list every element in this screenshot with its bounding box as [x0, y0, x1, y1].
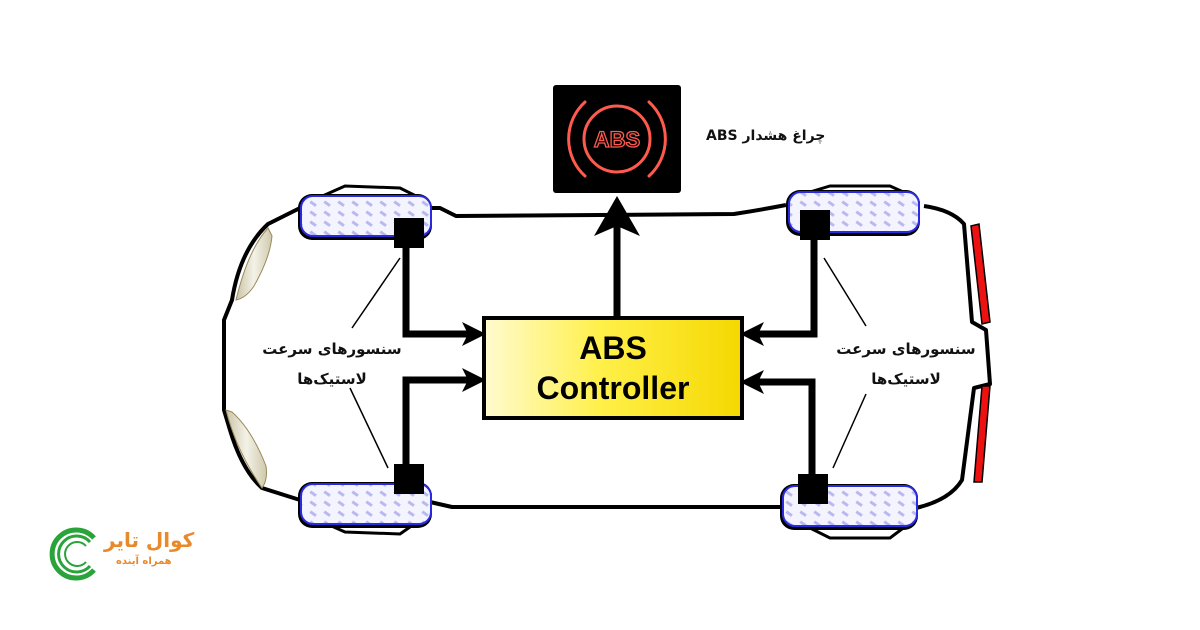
arrow-head-front-left: [462, 322, 486, 346]
warning-icon-text: ABS: [594, 127, 640, 152]
wire-front-left: [402, 248, 470, 338]
warning-light-label: چراغ هشدار ABS: [706, 128, 826, 144]
leader-line-left-bottom: [349, 387, 389, 469]
car-body-outline: [222, 203, 992, 510]
car-front-bumper-top: [317, 184, 421, 200]
leader-line-left-top: [351, 257, 401, 329]
logo-rings-icon: [49, 527, 96, 581]
wire-front-right: [754, 240, 818, 338]
leader-line-right-top: [823, 257, 867, 327]
sensor-label-right: سنسورهای سرعت لاستیک‌ها: [826, 334, 986, 394]
wire-rear-left: [402, 376, 470, 464]
sensor-rear-right: [798, 474, 828, 504]
arrow-head-warning-light: [594, 196, 640, 236]
sensor-rear-left: [394, 464, 424, 494]
sensor-label-left-line1: سنسورهای سرعت: [262, 340, 402, 358]
tail-light-top: [970, 223, 991, 325]
warning-arc-right: [647, 100, 667, 178]
logo-subtitle: همراه آینده: [116, 556, 172, 567]
sensor-label-left: سنسورهای سرعت لاستیک‌ها: [252, 334, 412, 394]
headlight-bottom: [225, 409, 267, 489]
warning-arc-left: [567, 100, 587, 178]
tail-light-bottom: [973, 385, 991, 483]
sensor-label-right-line1: سنسورهای سرعت: [836, 340, 976, 358]
arrow-head-front-right: [740, 322, 764, 346]
abs-controller-box: [482, 316, 744, 420]
logo-title: کوال تایر: [104, 528, 195, 552]
headlight-top: [235, 227, 273, 301]
abs-warning-light: ABS: [553, 85, 681, 193]
car-rear-bumper-bottom: [799, 521, 911, 540]
warning-ring: [582, 104, 652, 174]
brand-logo[interactable]: کوال تایر همراه آینده: [46, 524, 196, 584]
arrow-head-rear-left: [462, 368, 486, 392]
leader-line-right-bottom: [832, 393, 867, 469]
wire-rear-right: [754, 378, 816, 474]
sensor-label-right-line2: لاستیک‌ها: [871, 370, 941, 388]
sensor-label-left-line2: لاستیک‌ها: [297, 370, 367, 388]
sensor-front-left: [394, 218, 424, 248]
arrow-head-rear-right: [740, 370, 764, 394]
sensor-front-right: [800, 210, 830, 240]
